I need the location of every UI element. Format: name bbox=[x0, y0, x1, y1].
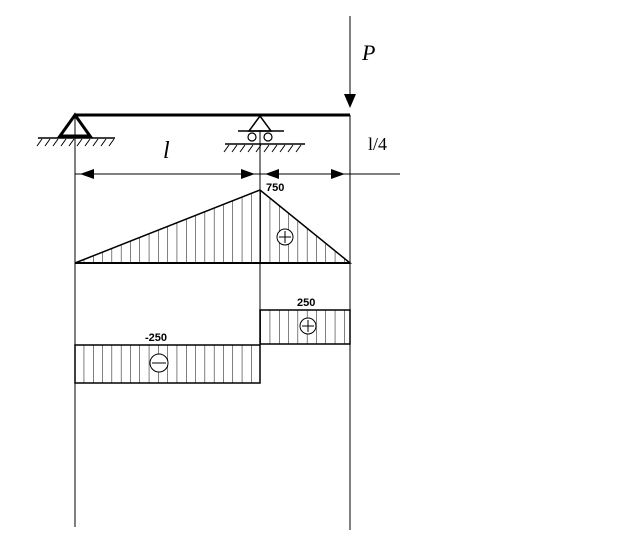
span-length-label: l bbox=[163, 138, 170, 164]
plus-sign-icon bbox=[276, 228, 294, 246]
roller-support-icon bbox=[223, 114, 305, 153]
shear-right-label: 250 bbox=[297, 297, 315, 309]
moment-diagram bbox=[74, 189, 353, 264]
pin-support-icon bbox=[36, 112, 115, 147]
moment-peak-label: 750 bbox=[266, 182, 284, 194]
plus-sign-icon bbox=[299, 317, 317, 335]
overhang-length-label: l/4 bbox=[368, 134, 387, 154]
load-arrow bbox=[344, 16, 356, 108]
dimension-line bbox=[75, 169, 400, 179]
shear-left-label: -250 bbox=[145, 332, 167, 344]
minus-sign-icon bbox=[149, 353, 169, 373]
load-label: P bbox=[361, 40, 375, 65]
